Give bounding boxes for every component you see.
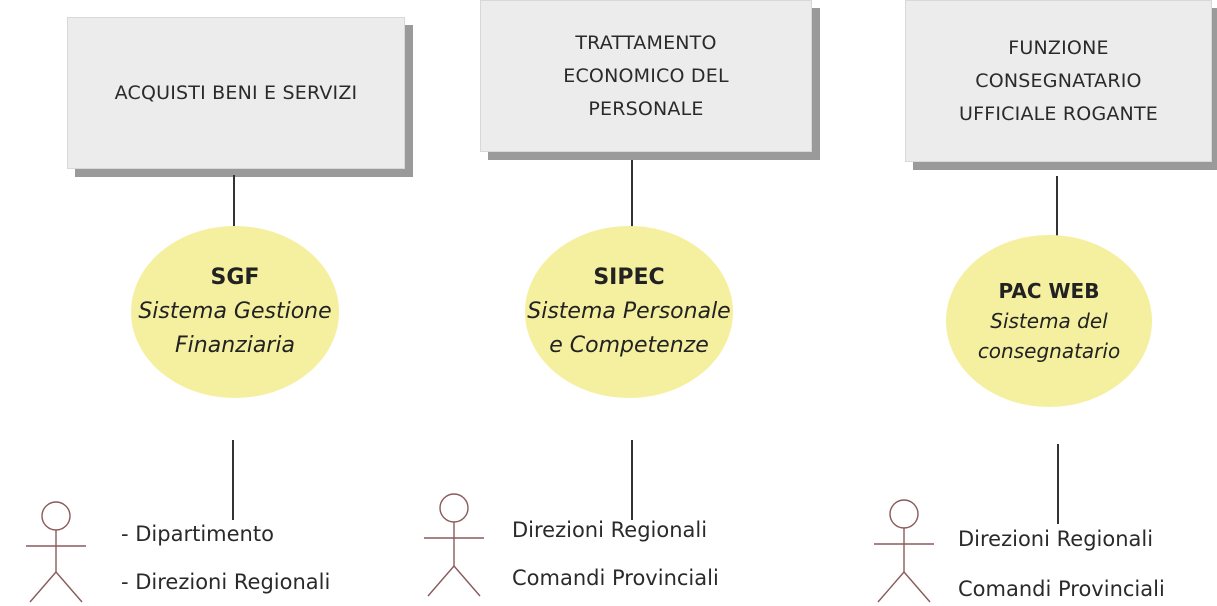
connector-line [631, 160, 633, 238]
system-code: PAC WEB [998, 279, 1100, 303]
user-label: Direzioni Regionali [958, 527, 1154, 551]
system-ellipse-sgf: SGF Sistema Gestione Finanziaria [131, 226, 339, 398]
box-line: CONSEGNATARIO [975, 69, 1142, 92]
system-desc-line: Sistema Gestione [138, 299, 332, 324]
box-line: ECONOMICO DEL [563, 64, 729, 87]
person-actor-icon [874, 499, 934, 603]
system-desc-line: consegnatario [977, 339, 1121, 363]
box-line: UFFICIALE ROGANTE [959, 102, 1158, 125]
connector-line [233, 175, 235, 238]
user-label: Comandi Provinciali [958, 577, 1165, 601]
connector-line [1057, 444, 1059, 524]
person-actor-icon [26, 501, 86, 603]
system-ellipse-sipec: SIPEC Sistema Personale e Competenze [525, 226, 733, 398]
connector-line [232, 440, 234, 520]
system-desc-line: Finanziaria [175, 333, 295, 358]
function-box-trattamento: TRATTAMENTO ECONOMICO DEL PERSONALE [480, 0, 812, 152]
user-label: Comandi Provinciali [512, 566, 719, 590]
box-line: PERSONALE [588, 97, 704, 120]
system-code: SIPEC [593, 265, 665, 290]
user-label: Direzioni Regionali [512, 518, 708, 542]
box-line: ACQUISTI BENI E SERVIZI [114, 81, 358, 104]
system-code: SGF [210, 265, 260, 290]
box-line: FUNZIONE [1008, 36, 1109, 59]
system-desc-line: e Competenze [549, 333, 709, 358]
function-box-acquisti: ACQUISTI BENI E SERVIZI [67, 17, 405, 169]
box-line: TRATTAMENTO [575, 31, 717, 54]
system-desc-line: Sistema del [990, 309, 1108, 333]
connector-line [631, 440, 633, 520]
person-actor-icon [424, 493, 484, 597]
user-label: - Direzioni Regionali [121, 570, 331, 594]
system-desc-line: Sistema Personale [527, 299, 731, 324]
system-ellipse-pacweb: PAC WEB Sistema del consegnatario [946, 235, 1152, 407]
connector-line [1056, 176, 1058, 246]
function-box-funzione: FUNZIONE CONSEGNATARIO UFFICIALE ROGANTE [905, 0, 1212, 162]
user-label: - Dipartimento [121, 522, 274, 546]
